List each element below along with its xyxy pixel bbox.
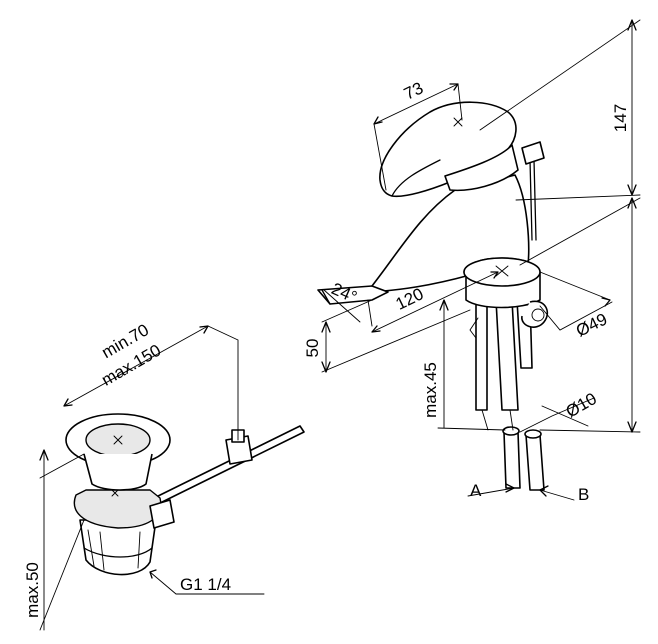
lever-handle: [379, 101, 519, 198]
base-centre-mark: [495, 265, 509, 277]
handle-centre-mark: [453, 117, 463, 127]
label-waste-thread: G1 1/4: [180, 575, 231, 594]
supply-hoses: [469, 299, 545, 491]
label-hose-a: A: [470, 481, 482, 500]
dim-hose-diameter: Ø10: [563, 389, 600, 422]
dim-base-diameter: Ø49: [573, 309, 610, 340]
waste-assembly: [65, 413, 305, 576]
dim-waste-max: max.50: [23, 562, 42, 618]
dim-total-height: 147: [611, 104, 630, 132]
dim-max-deck: max.45: [421, 362, 440, 418]
dim-handle-width: 73: [401, 78, 426, 103]
popup-rod: [521, 141, 545, 241]
label-hose-b: B: [578, 485, 589, 504]
dim-spout-height: 50: [303, 339, 322, 358]
